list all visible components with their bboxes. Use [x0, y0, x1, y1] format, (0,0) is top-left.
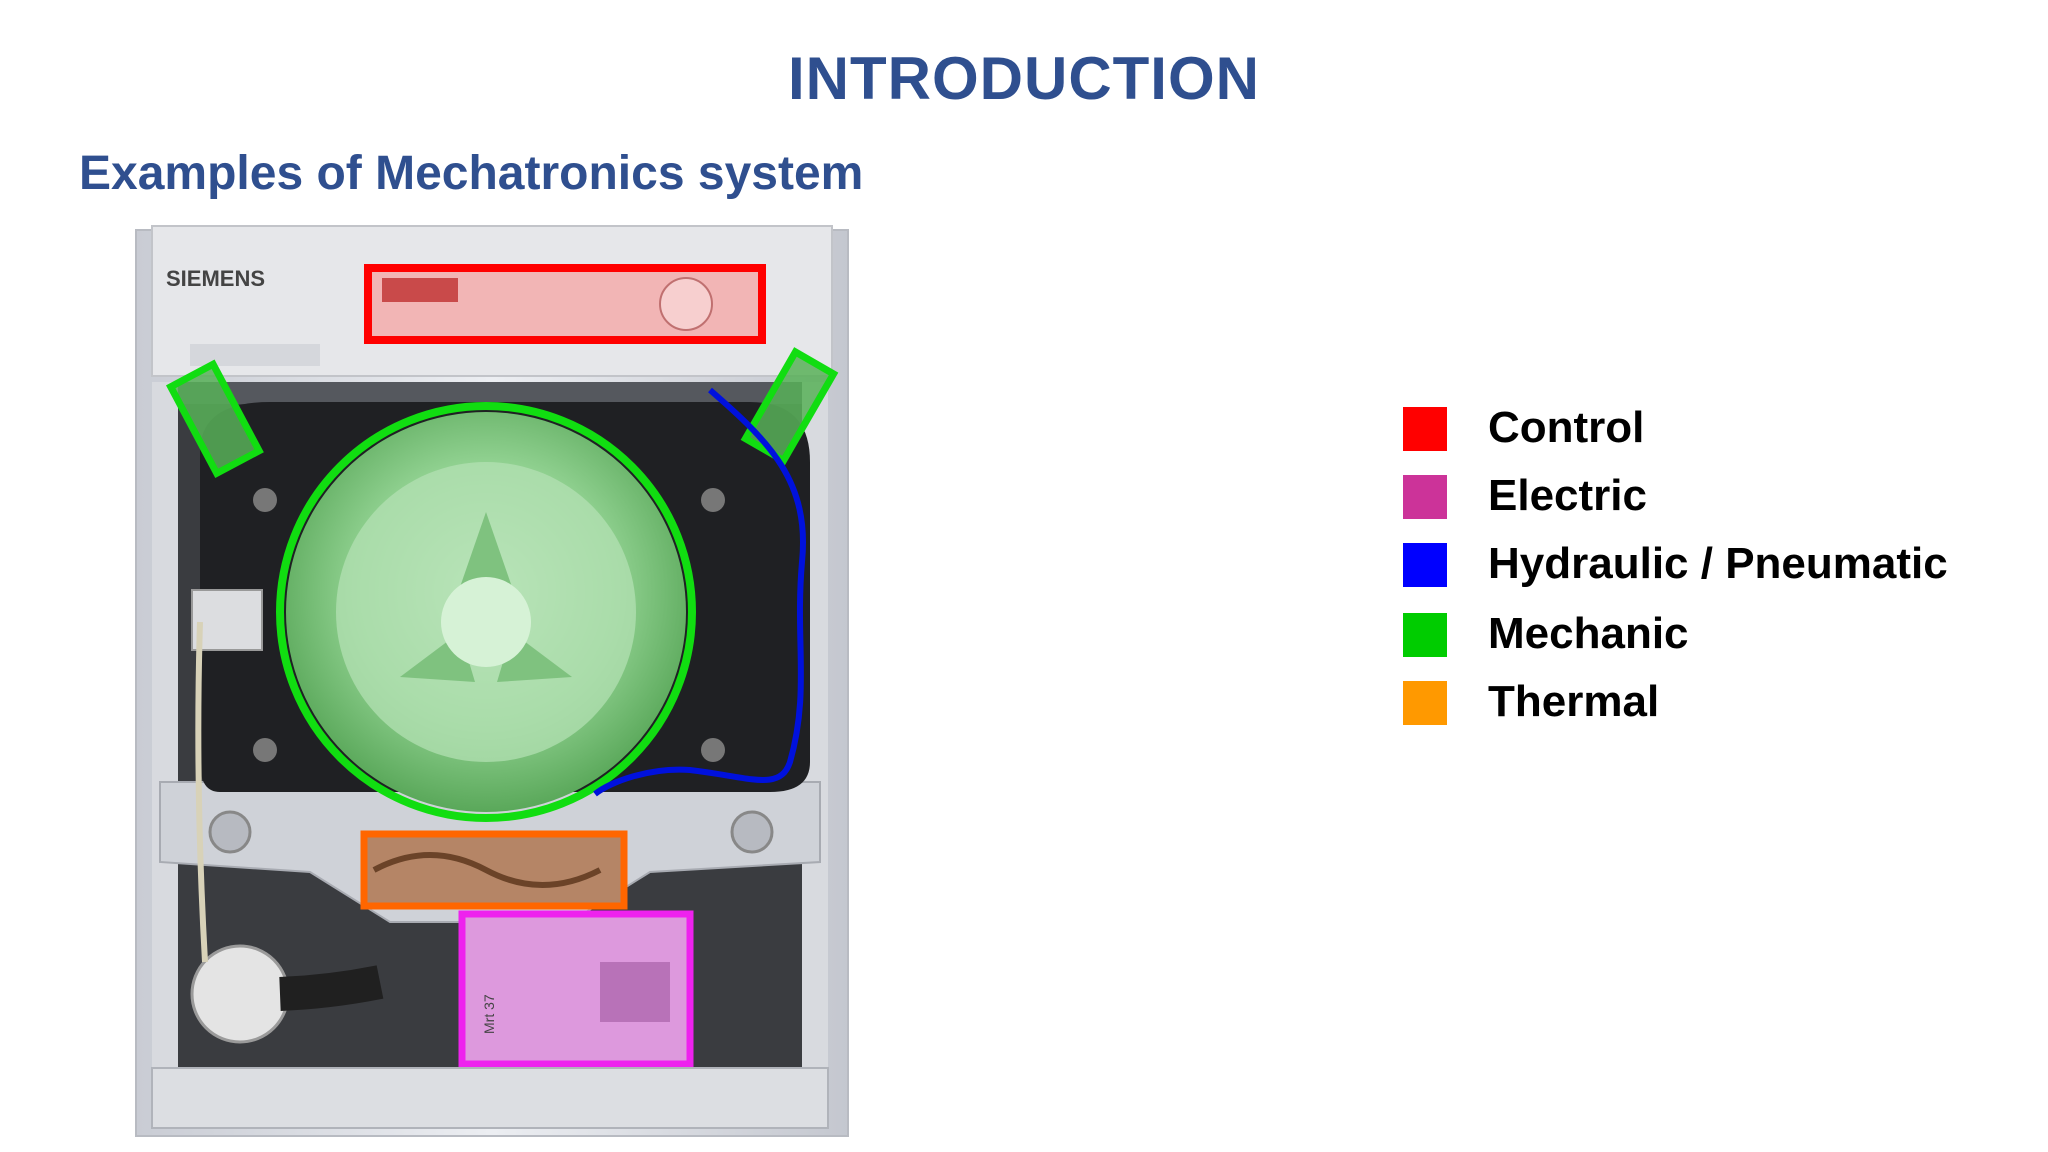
control-display: [382, 278, 458, 302]
right-bolt: [730, 810, 774, 854]
legend-label-hydraulic: Hydraulic / Pneumatic: [1488, 539, 1948, 588]
control-outline: [364, 264, 766, 344]
base-plate: [151, 1067, 829, 1129]
electric-outline: [458, 910, 694, 1068]
door-hinge: [191, 589, 263, 651]
slide-subtitle: Examples of Mechatronics system: [79, 147, 864, 200]
legend-swatch-electric: [1403, 475, 1447, 519]
heater-element: [372, 852, 602, 888]
washing-machine-illustration: SIEMENS: [135, 225, 849, 1137]
detergent-drawer: [190, 344, 320, 366]
left-side-rail: [152, 382, 178, 1082]
legend-swatch-thermal: [1403, 681, 1447, 725]
legend-swatch-control: [1403, 407, 1447, 451]
brand-label: SIEMENS: [166, 266, 265, 291]
drum-paddle: [460, 512, 512, 587]
pump-tube: [195, 621, 208, 963]
legend-label-mechanic: Mechanic: [1488, 609, 1689, 658]
mechanic-drum-outline: [276, 402, 696, 822]
left-bolt: [208, 810, 252, 854]
motor-detail: [600, 962, 670, 1022]
motor-label: Mrt 37: [481, 994, 497, 1034]
slide-title: INTRODUCTION: [788, 45, 1260, 112]
right-spring: [740, 347, 839, 466]
legend-label-control: Control: [1488, 403, 1645, 452]
mount-point: [253, 738, 277, 762]
thermal-outline: [360, 830, 628, 910]
mount-point: [253, 488, 277, 512]
hydraulic-hose: [593, 387, 806, 797]
mount-point: [701, 738, 725, 762]
legend-swatch-mechanic: [1403, 613, 1447, 657]
mechanic-left-spring-outline: [165, 359, 264, 479]
upper-frame: [160, 382, 820, 404]
legend-label-thermal: Thermal: [1488, 677, 1660, 726]
program-knob: [659, 277, 713, 331]
mount-point: [701, 488, 725, 512]
heater: [364, 834, 624, 906]
legend-label-electric: Electric: [1488, 471, 1647, 520]
drum-hub: [441, 577, 531, 667]
mechanic-right-spring-outline: [740, 347, 839, 466]
drain-hose: [279, 965, 384, 1011]
left-spring: [165, 359, 264, 479]
washing-machine-diagram: SIEMENS: [130, 222, 860, 1147]
legend-swatch-hydraulic: [1403, 543, 1447, 587]
